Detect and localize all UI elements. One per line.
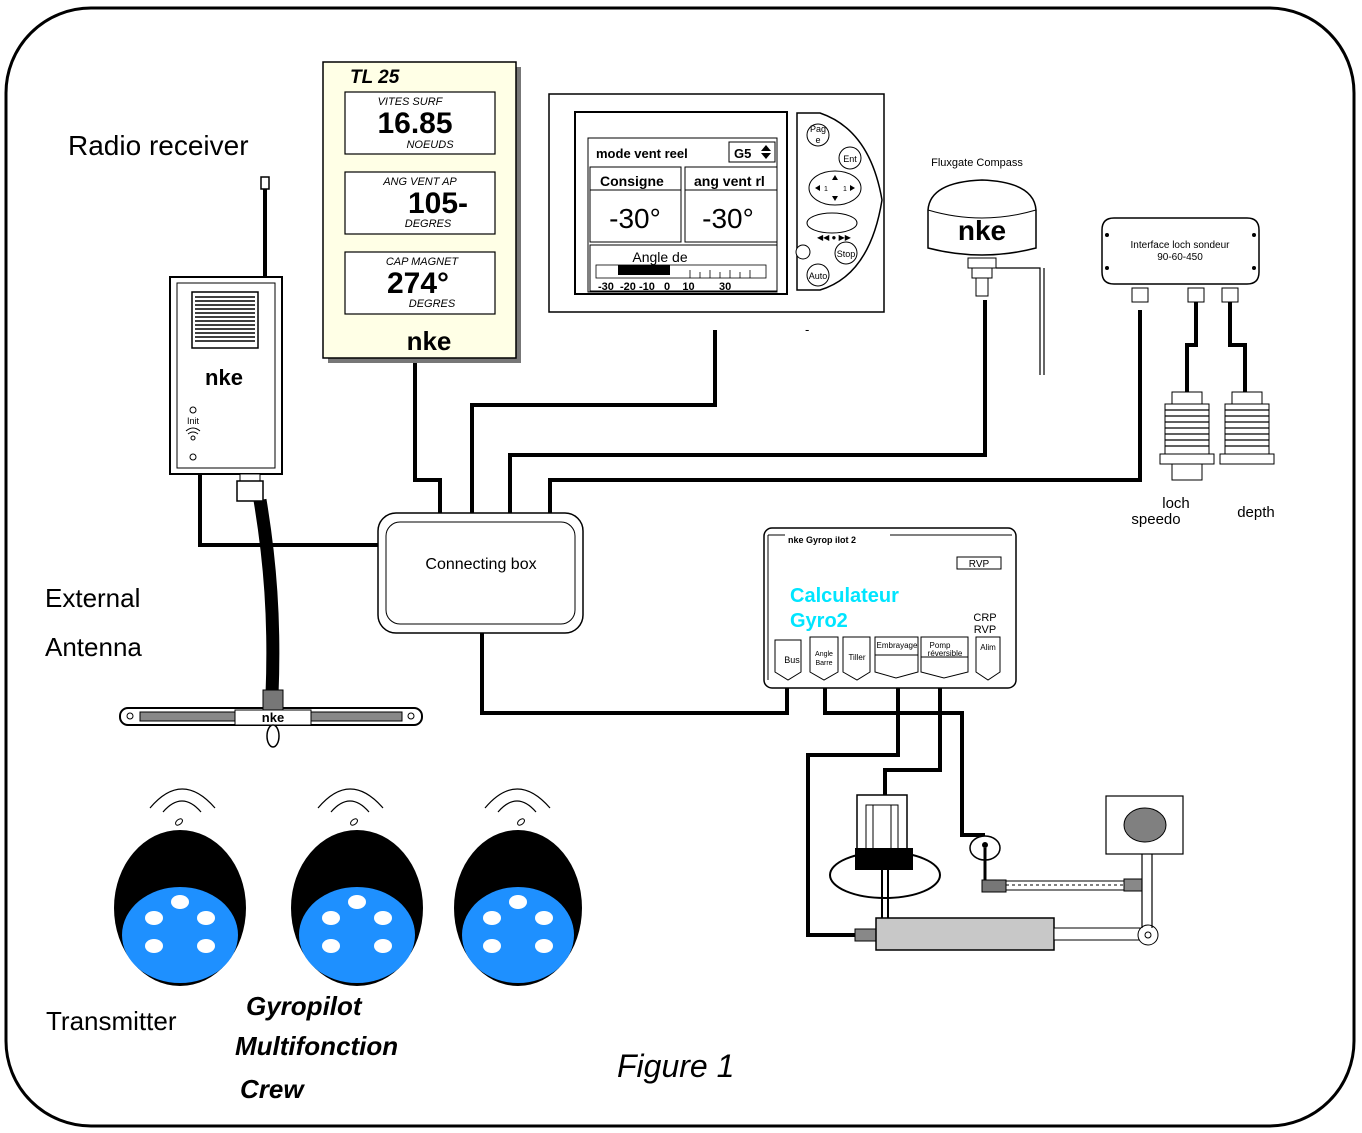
svg-text:réversible: réversible (928, 649, 963, 658)
panel2-value: 105- (408, 187, 468, 220)
ang-vent-value: -30° (702, 203, 754, 234)
depth-label: depth (1237, 504, 1275, 521)
svg-text:Ent: Ent (843, 154, 857, 164)
svg-text:e: e (815, 135, 820, 145)
mode-label: mode vent reel (596, 146, 688, 161)
port-alim: Alim (980, 643, 996, 652)
panel2-unit: DEGRES (405, 218, 452, 230)
tl25-brand: nke (407, 326, 452, 356)
svg-text:Angle: Angle (815, 651, 833, 658)
interface-ref: 90-60-450 (1157, 252, 1203, 263)
standby-button[interactable] (795, 244, 811, 260)
g5-display: mode vent reel G5 Consigne -30° ang vent… (548, 93, 885, 337)
svg-text:◀◀ ● ▶▶: ◀◀ ● ▶▶ (817, 233, 852, 242)
figure-caption: Figure 1 (617, 1048, 734, 1084)
direction-pad[interactable] (808, 170, 862, 206)
radio-receiver-label: Radio receiver (68, 130, 249, 161)
dash-label: - (805, 322, 809, 337)
diagram-frame (4, 6, 1356, 1128)
port-tiller: Tiller (848, 653, 865, 662)
loch-label: loch (1162, 495, 1190, 512)
svg-text:Pomp: Pomp (930, 641, 951, 650)
svg-text:Barre: Barre (815, 660, 832, 667)
tl25-display: TL 25 VITES SURF 16.85 NOEUDS ANG VENT A… (322, 61, 521, 363)
transmitter-3 (454, 788, 582, 986)
transmitter-label: Transmitter (46, 1006, 177, 1036)
crp-label: CRP (973, 612, 996, 624)
crew-label: Crew (240, 1074, 305, 1104)
svg-text:1: 1 (824, 186, 828, 193)
speedo-label: speedo (1131, 511, 1180, 528)
panel3-label: CAP MAGNET (386, 256, 460, 268)
port-bus: Bus (784, 655, 800, 665)
external-antenna: nke (119, 689, 423, 748)
calculator-gyro2: nke Gyrop ilot 2 RVP Calculateur Gyro2 C… (763, 527, 1017, 689)
wifi-icon (185, 427, 201, 441)
external-label: External (45, 583, 140, 613)
ang-vent-label: ang vent rl (694, 173, 765, 189)
connecting-box: Connecting box (377, 512, 584, 634)
compass-brand: nke (958, 215, 1006, 246)
calc-title-2: Gyro2 (790, 610, 848, 632)
rudder-stock (1105, 795, 1184, 928)
speaker-grille (191, 291, 259, 349)
multifonction-label: Multifonction (235, 1031, 398, 1061)
rudder-bar (618, 265, 670, 275)
ent-button[interactable] (838, 146, 862, 170)
depth-transducer (1219, 391, 1275, 465)
fluxgate-label: Fluxgate Compass (931, 157, 1023, 169)
svg-text:1: 1 (843, 186, 847, 193)
panel3-value: 274° (387, 267, 449, 300)
arrow-down-icon (761, 153, 771, 159)
calc-title-1: Calculateur (790, 585, 899, 607)
receiver-brand: nke (205, 365, 243, 390)
svg-text:Stop: Stop (837, 249, 856, 259)
hydraulic-ram (854, 917, 1159, 951)
rvp-badge: RVP (969, 559, 990, 570)
stop-button[interactable] (834, 241, 858, 265)
rvp-label: RVP (974, 624, 996, 636)
calc-header: nke Gyrop ilot 2 (788, 535, 856, 545)
transducer-cables (1185, 302, 1247, 392)
antenna-cable (253, 498, 280, 696)
svg-text:Pag: Pag (810, 124, 826, 134)
page-button[interactable] (806, 123, 830, 147)
hydraulic-pump (829, 794, 941, 918)
angle-label: Angle de (632, 249, 687, 265)
connecting-box-label: Connecting box (425, 556, 536, 573)
transmitter-2 (291, 788, 423, 986)
interface-title: Interface loch sondeur (1131, 240, 1231, 251)
fluxgate-compass: Fluxgate Compass nke (927, 157, 1045, 375)
interface-box: Interface loch sondeur 90-60-450 (1101, 217, 1260, 303)
panel1-label: VITES SURF (378, 96, 444, 108)
scale-label: -30 -20 -10 0 10 30 (598, 281, 731, 293)
arrow-up-icon (761, 145, 771, 151)
panel1-unit: NOEUDS (406, 139, 454, 151)
oval-button[interactable] (806, 212, 858, 234)
barre-label: barre (629, 264, 657, 278)
rudder-sensor (969, 835, 1143, 893)
svg-text:Auto: Auto (809, 271, 828, 281)
panel3-unit: DEGRES (409, 298, 456, 310)
consigne-label: Consigne (600, 173, 664, 189)
auto-button[interactable] (806, 263, 830, 287)
cables (198, 300, 1142, 937)
panel2-label: ANG VENT AP (382, 176, 457, 188)
loch-transducer (1159, 391, 1215, 481)
init-label: Init (187, 416, 200, 426)
transmitter-1 (114, 788, 246, 986)
antenna-label: Antenna (45, 632, 142, 662)
panel1-value: 16.85 (377, 107, 452, 140)
port-embrayage: Embrayage (877, 641, 918, 650)
radio-receiver: Radio receiver nke Init (68, 130, 283, 502)
g5-badge: G5 (734, 146, 751, 161)
consigne-value: -30° (609, 203, 661, 234)
antenna-brand: nke (262, 710, 284, 725)
gyropilot-label: Gyropilot (246, 991, 363, 1021)
tl25-title: TL 25 (350, 67, 400, 88)
